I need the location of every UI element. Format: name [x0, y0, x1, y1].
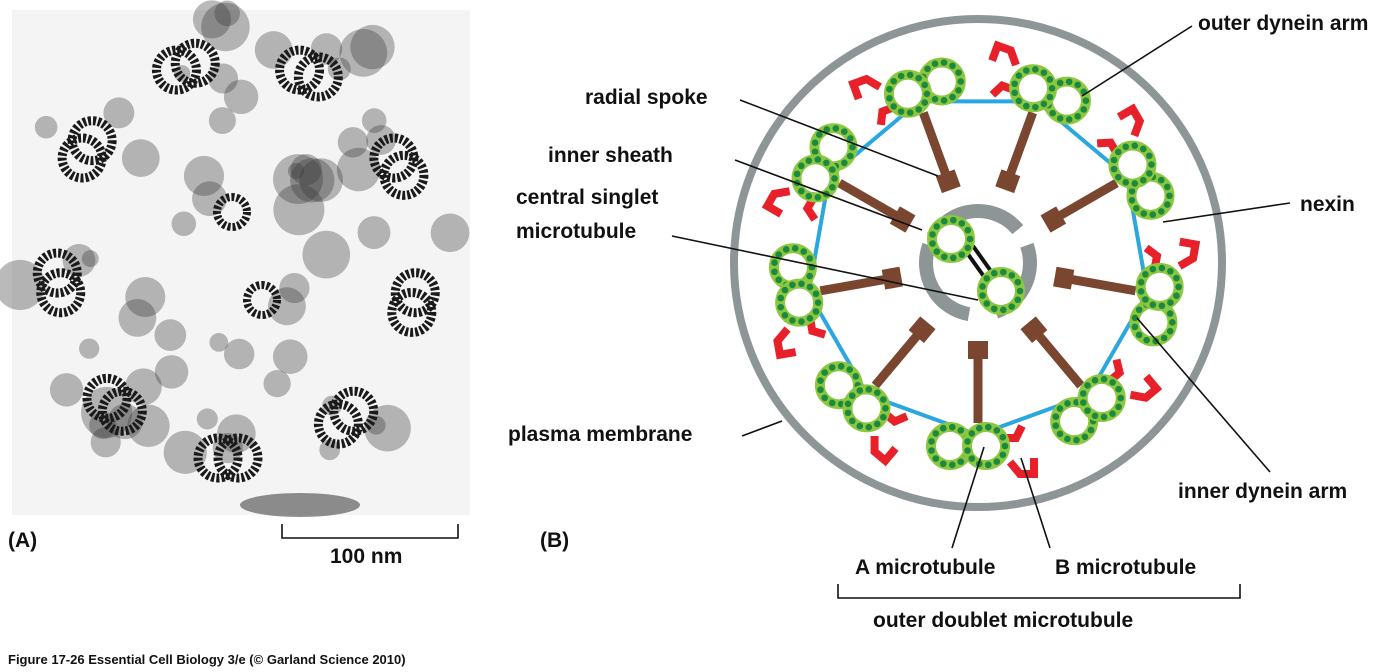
label-central-singlet: central singlet [516, 186, 658, 209]
outer-doublet-microtubule [1028, 323, 1156, 444]
em-density [264, 370, 291, 397]
em-density [103, 97, 134, 128]
label-b-microtubule: B microtubule [1055, 556, 1196, 579]
em-density [279, 273, 309, 303]
outer-dynein-arm [1130, 376, 1156, 397]
em-density [209, 333, 228, 352]
label-nexin: nexin [1300, 193, 1355, 216]
label-inner-dynein-arm: inner dynein arm [1178, 480, 1347, 503]
panel-b-label: (B) [540, 529, 569, 552]
em-density [154, 319, 186, 351]
em-density [197, 408, 218, 429]
a-microtubule [794, 156, 838, 200]
em-density [303, 231, 351, 279]
em-density [125, 277, 165, 317]
outer-dynein-arm [1180, 242, 1196, 266]
label-outer-dynein-arm: outer dynein arm [1198, 12, 1368, 35]
a-microtubule [886, 72, 930, 116]
scale-bar-label: 100 nm [330, 545, 402, 568]
em-density [50, 373, 83, 406]
outer-doublet-microtubule [767, 125, 910, 224]
outer-dynein-arm [767, 191, 789, 214]
em-density [184, 156, 224, 196]
outer-doublet-microtubule [817, 323, 928, 461]
radial-spoke-head [1028, 323, 1040, 337]
radial-spoke-head [883, 277, 901, 280]
label-central-singlet-2: microtubule [516, 220, 636, 243]
outer-dynein-arm [853, 79, 880, 99]
em-density [122, 139, 160, 177]
a-microtubule [1138, 265, 1182, 309]
radial-spoke-head [916, 323, 928, 337]
outer-doublet-bracket [838, 584, 1240, 598]
a-microtubule [777, 280, 821, 324]
label-outer-doublet: outer doublet microtubule [873, 609, 1133, 632]
em-density [240, 493, 360, 517]
central-singlet-microtubule [979, 269, 1023, 313]
label-inner-sheath: inner sheath [548, 144, 673, 167]
label-radial-spoke: radial spoke [585, 86, 708, 109]
em-density [290, 154, 321, 185]
radial-spoke-head [1046, 215, 1062, 224]
outer-dynein-arm [992, 46, 1016, 65]
label-a-microtubule: A microtubule [855, 556, 995, 579]
a-microtubule [1080, 376, 1124, 420]
em-density [79, 339, 99, 359]
em-density [82, 250, 99, 267]
a-microtubule [1011, 66, 1055, 110]
outer-dynein-arm [875, 436, 896, 461]
radial-spoke-head [945, 173, 951, 190]
em-density [155, 355, 189, 389]
em-density [339, 29, 387, 77]
a-microtubule [964, 424, 1008, 468]
panel-a-label: (A) [8, 529, 37, 552]
label-plasma-membrane: plasma membrane [508, 423, 692, 446]
a-microtubule [1111, 142, 1155, 186]
outer-dynein-arm [777, 329, 795, 355]
outer-doublet-microtubule [853, 59, 964, 189]
radial-spoke-head [1005, 173, 1011, 190]
a-microtubule [845, 386, 889, 430]
electron-micrograph [0, 0, 470, 517]
scale-bar [282, 524, 458, 538]
em-density [172, 212, 197, 237]
em-density [273, 339, 308, 374]
radial-spoke-head [1055, 277, 1073, 280]
axoneme-diagram [734, 19, 1222, 507]
outer-dynein-arm [1119, 109, 1140, 136]
em-density [35, 116, 58, 139]
central-singlet-microtubule [929, 217, 973, 261]
em-density [193, 0, 231, 38]
em-density [431, 213, 470, 252]
em-density [224, 339, 254, 369]
outer-doublet-microtubule [992, 46, 1089, 190]
em-density [358, 216, 391, 249]
figure-caption: Figure 17-26 Essential Cell Biology 3/e … [8, 652, 406, 667]
